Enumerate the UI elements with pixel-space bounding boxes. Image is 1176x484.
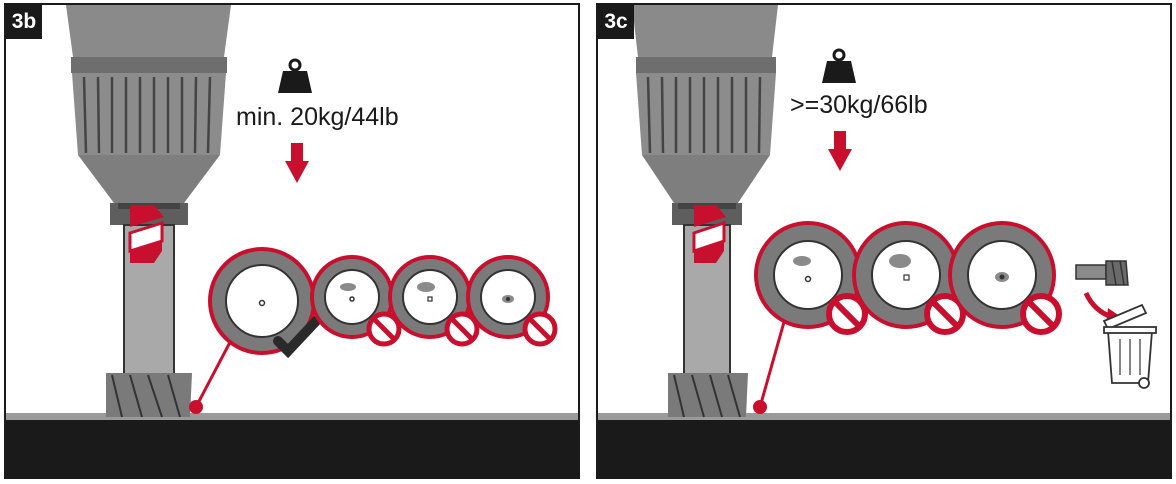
prohibited-icon xyxy=(826,293,868,335)
prohibited-icon xyxy=(522,311,558,347)
down-arrow-icon xyxy=(828,131,852,171)
prohibited-icon xyxy=(1020,293,1062,335)
ground xyxy=(6,420,578,477)
rotation-icon xyxy=(692,205,726,263)
ground-surface xyxy=(598,413,1170,420)
check-icon xyxy=(273,314,323,359)
prohibited-icon xyxy=(444,311,480,347)
weight-requirement: min. 20kg/44lb xyxy=(236,103,399,131)
step-badge: 3b xyxy=(6,5,42,39)
weight-icon xyxy=(822,48,856,83)
rotation-icon xyxy=(128,205,164,263)
panel-3c: 3c >=30kg/66lb xyxy=(596,3,1172,479)
drill-bit-icon xyxy=(1075,260,1129,286)
drill xyxy=(632,5,778,418)
down-arrow-icon xyxy=(285,143,309,183)
panel-3c-illustration xyxy=(598,5,1170,477)
panel-3b: 3b min. 20kg/44lb xyxy=(4,3,580,479)
ground-surface xyxy=(6,413,578,420)
weight-requirement: >=30kg/66lb xyxy=(790,91,928,119)
prohibited-icon xyxy=(924,293,966,335)
leader-dot xyxy=(189,400,203,414)
step-badge: 3c xyxy=(598,5,634,39)
disc-good xyxy=(208,247,316,355)
leader-line xyxy=(758,314,788,408)
panel-3b-illustration xyxy=(6,5,578,477)
leader-dot xyxy=(753,400,767,414)
prohibited-icon xyxy=(366,311,402,347)
ground xyxy=(598,420,1170,477)
weight-icon xyxy=(278,58,312,93)
trash-bin-icon xyxy=(1102,303,1157,389)
